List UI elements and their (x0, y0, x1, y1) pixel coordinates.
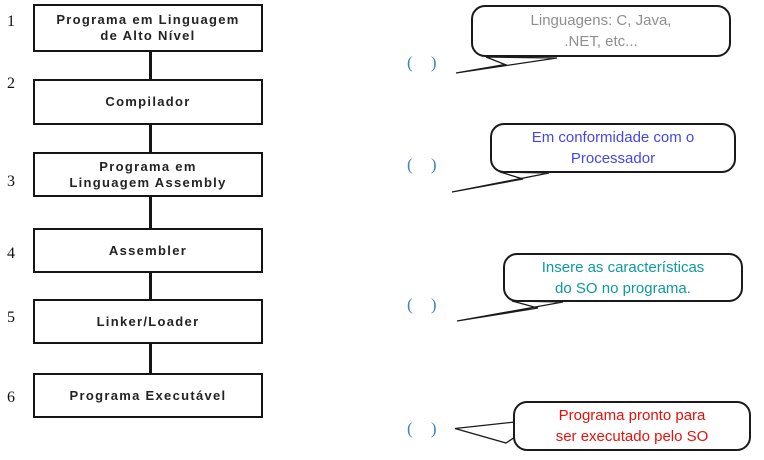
answer-slot-2: ( ) (407, 155, 437, 174)
callout-text-1: Linguagens: C, Java, .NET, etc... (530, 12, 672, 50)
connector-line-5-6 (149, 343, 152, 374)
step-number-4: 4 (7, 245, 15, 262)
connector-line-4-5 (149, 272, 152, 300)
callout-bubble-processor: Em conformidade com o Processador (490, 123, 736, 173)
flow-box-assembler: Assembler (33, 228, 263, 273)
callout-tail-2 (451, 171, 550, 193)
callout-bubble-ready-to-run: Programa pronto para ser executado pelo … (513, 401, 751, 451)
answer-slot-1: ( ) (407, 53, 437, 72)
flow-box-assembly-program: Programa em Linguagem Assembly (33, 152, 263, 197)
flow-box-executable-program: Programa Executável (33, 373, 263, 418)
callout-bubble-languages: Linguagens: C, Java, .NET, etc... (471, 5, 731, 57)
callout-bubble-os-characteristics: Insere as características do SO no progr… (503, 253, 743, 302)
callout-text-2: Em conformidade com o Processador (531, 129, 695, 167)
callout-text-3: Insere as características do SO no progr… (541, 258, 705, 297)
connector-line-1-2 (149, 51, 152, 80)
flow-box-compiler: Compilador (33, 79, 263, 125)
step-number-1: 1 (7, 13, 15, 30)
answer-slot-4: ( ) (407, 419, 437, 438)
callout-tail-1 (455, 56, 558, 74)
step-number-6: 6 (7, 389, 15, 406)
connector-line-3-4 (149, 196, 152, 229)
callout-tail-4 (454, 421, 516, 444)
callout-tail-3 (456, 300, 564, 322)
step-number-2: 2 (7, 75, 15, 92)
flow-box-high-level-program: Programa em Linguagem de Alto Nível (33, 4, 263, 52)
step-number-5: 5 (7, 309, 15, 326)
step-number-3: 3 (7, 173, 15, 190)
connector-line-2-3 (149, 124, 152, 153)
flow-box-linker-loader: Linker/Loader (33, 299, 263, 344)
callout-text-4: Programa pronto para ser executado pelo … (555, 407, 709, 445)
answer-slot-3: ( ) (407, 295, 437, 314)
